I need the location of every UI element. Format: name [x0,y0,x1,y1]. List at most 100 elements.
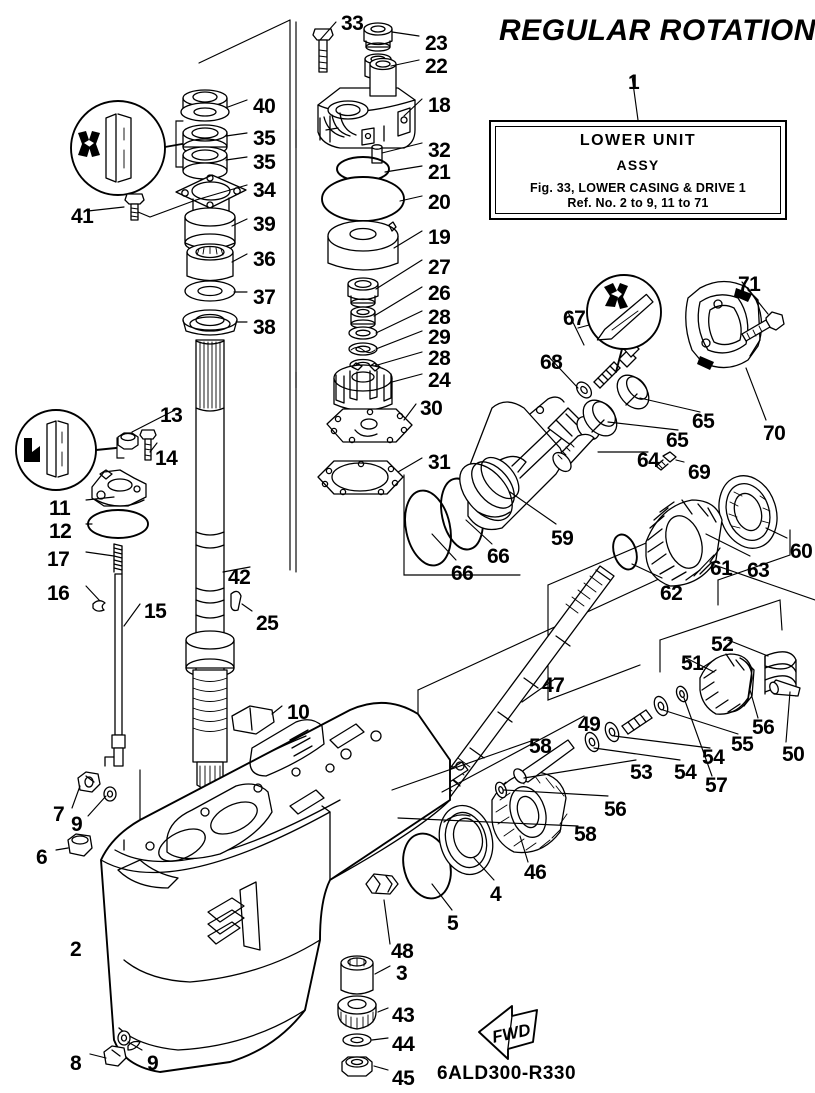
callout-number-58[interactable]: 58 [574,823,597,846]
part-23-seal [363,22,393,52]
callout-number-3[interactable]: 3 [396,962,408,985]
callout-number-26[interactable]: 26 [428,282,451,305]
callout-number-56[interactable]: 56 [604,798,627,821]
callout-number-19[interactable]: 19 [428,226,451,249]
callout-number-57[interactable]: 57 [705,774,728,797]
callout-number-34[interactable]: 34 [253,179,276,202]
callout-number-27[interactable]: 27 [428,256,451,279]
callout-number-17[interactable]: 17 [47,548,70,571]
callout-number-13[interactable]: 13 [160,404,183,427]
callout-number-35[interactable]: 35 [253,127,276,150]
part-42-drive-shaft [185,339,235,792]
callout-number-68[interactable]: 68 [540,351,563,374]
callout-number-62[interactable]: 62 [660,582,683,605]
callout-number-2[interactable]: 2 [70,938,82,961]
callout-number-33[interactable]: 33 [341,12,364,35]
pin-marking [604,283,628,309]
callout-number-32[interactable]: 32 [428,139,451,162]
callout-number-49[interactable]: 49 [578,713,601,736]
callout-number-37[interactable]: 37 [253,286,276,309]
detail-bubble-pin-orientation [586,274,662,373]
part-39-sleeve [184,207,236,253]
part-11-shift-rod-bracket [91,469,147,507]
callout-number-10[interactable]: 10 [287,701,310,724]
callout-number-66[interactable]: 66 [487,545,510,568]
part-2-lower-casing [100,701,451,1073]
part-36-needle-bearing [186,243,234,282]
callout-number-40[interactable]: 40 [253,95,276,118]
callout-number-12[interactable]: 12 [49,520,72,543]
callout-number-69[interactable]: 69 [688,461,711,484]
callout-number-23[interactable]: 23 [425,32,448,55]
group-bracket-small-35 [175,120,184,168]
callout-number-16[interactable]: 16 [47,582,70,605]
callout-number-48[interactable]: 48 [391,940,414,963]
assy-line-2: ASSY [616,157,660,173]
callout-number-28[interactable]: 28 [428,306,451,329]
part-48-anode-bolt [365,873,399,895]
callout-number-50[interactable]: 50 [782,743,805,766]
callout-number-25[interactable]: 25 [256,612,279,635]
callout-number-22[interactable]: 22 [425,55,448,78]
callout-number-15[interactable]: 15 [144,600,167,623]
callout-number-7[interactable]: 7 [53,803,65,826]
callout-number-39[interactable]: 39 [253,213,276,236]
seal-lip-marking [78,131,100,157]
callout-number-6[interactable]: 6 [36,846,48,869]
callout-number-1[interactable]: 1 [628,71,640,94]
callout-number-56[interactable]: 56 [752,716,775,739]
spline-teeth [340,1011,374,1030]
callout-number-47[interactable]: 47 [542,674,565,697]
callout-number-5[interactable]: 5 [447,912,459,935]
callout-number-58[interactable]: 58 [529,735,552,758]
callout-number-29[interactable]: 29 [428,326,451,349]
callout-number-55[interactable]: 55 [731,733,754,756]
callout-number-67[interactable]: 67 [563,307,586,330]
callout-number-65[interactable]: 65 [692,410,715,433]
callout-number-66[interactable]: 66 [451,562,474,585]
assy-line-3: Fig. 33, LOWER CASING & DRIVE 1 [530,181,746,195]
callout-number-42[interactable]: 42 [228,566,251,589]
part-50-pin [769,679,801,697]
callout-number-38[interactable]: 38 [253,316,276,339]
callout-number-31[interactable]: 31 [428,451,451,474]
callout-number-20[interactable]: 20 [428,191,451,214]
callout-number-11[interactable]: 11 [49,497,71,520]
callout-number-21[interactable]: 21 [428,161,451,184]
callout-number-65[interactable]: 65 [666,429,689,452]
callout-number-14[interactable]: 14 [155,447,178,470]
callout-number-64[interactable]: 64 [637,449,660,472]
part-9-gasket-a [103,786,117,802]
callout-number-44[interactable]: 44 [392,1033,415,1056]
callout-number-35[interactable]: 35 [253,151,276,174]
callout-number-53[interactable]: 53 [630,761,653,784]
callout-number-28[interactable]: 28 [428,347,451,370]
callout-number-9[interactable]: 9 [71,813,83,836]
callout-number-9[interactable]: 9 [147,1052,159,1075]
callout-number-4[interactable]: 4 [490,883,502,906]
callout-number-24[interactable]: 24 [428,369,451,392]
callout-number-61[interactable]: 61 [710,557,733,580]
water-intake-grill [289,729,313,757]
callout-number-63[interactable]: 63 [747,559,770,582]
callout-number-45[interactable]: 45 [392,1067,415,1090]
callout-number-54[interactable]: 54 [674,761,697,784]
callout-number-51[interactable]: 51 [681,652,704,675]
callout-number-8[interactable]: 8 [70,1052,82,1075]
assy-line-4: Ref. No. 2 to 9, 11 to 71 [567,196,709,210]
callout-number-41[interactable]: 41 [71,205,94,228]
callout-number-70[interactable]: 70 [763,422,786,445]
callout-number-18[interactable]: 18 [428,94,451,117]
callout-number-54[interactable]: 54 [702,746,725,769]
callout-number-36[interactable]: 36 [253,248,276,271]
callout-number-59[interactable]: 59 [551,527,574,550]
callout-number-52[interactable]: 52 [711,633,734,656]
assembly-callout-box: LOWER UNIT ASSY Fig. 33, LOWER CASING & … [489,120,787,220]
callout-number-46[interactable]: 46 [524,861,547,884]
callout-number-60[interactable]: 60 [790,540,813,563]
callout-number-30[interactable]: 30 [420,397,443,420]
callout-number-43[interactable]: 43 [392,1004,415,1027]
callout-number-71[interactable]: 71 [738,273,761,296]
part-13-nut [117,432,139,450]
